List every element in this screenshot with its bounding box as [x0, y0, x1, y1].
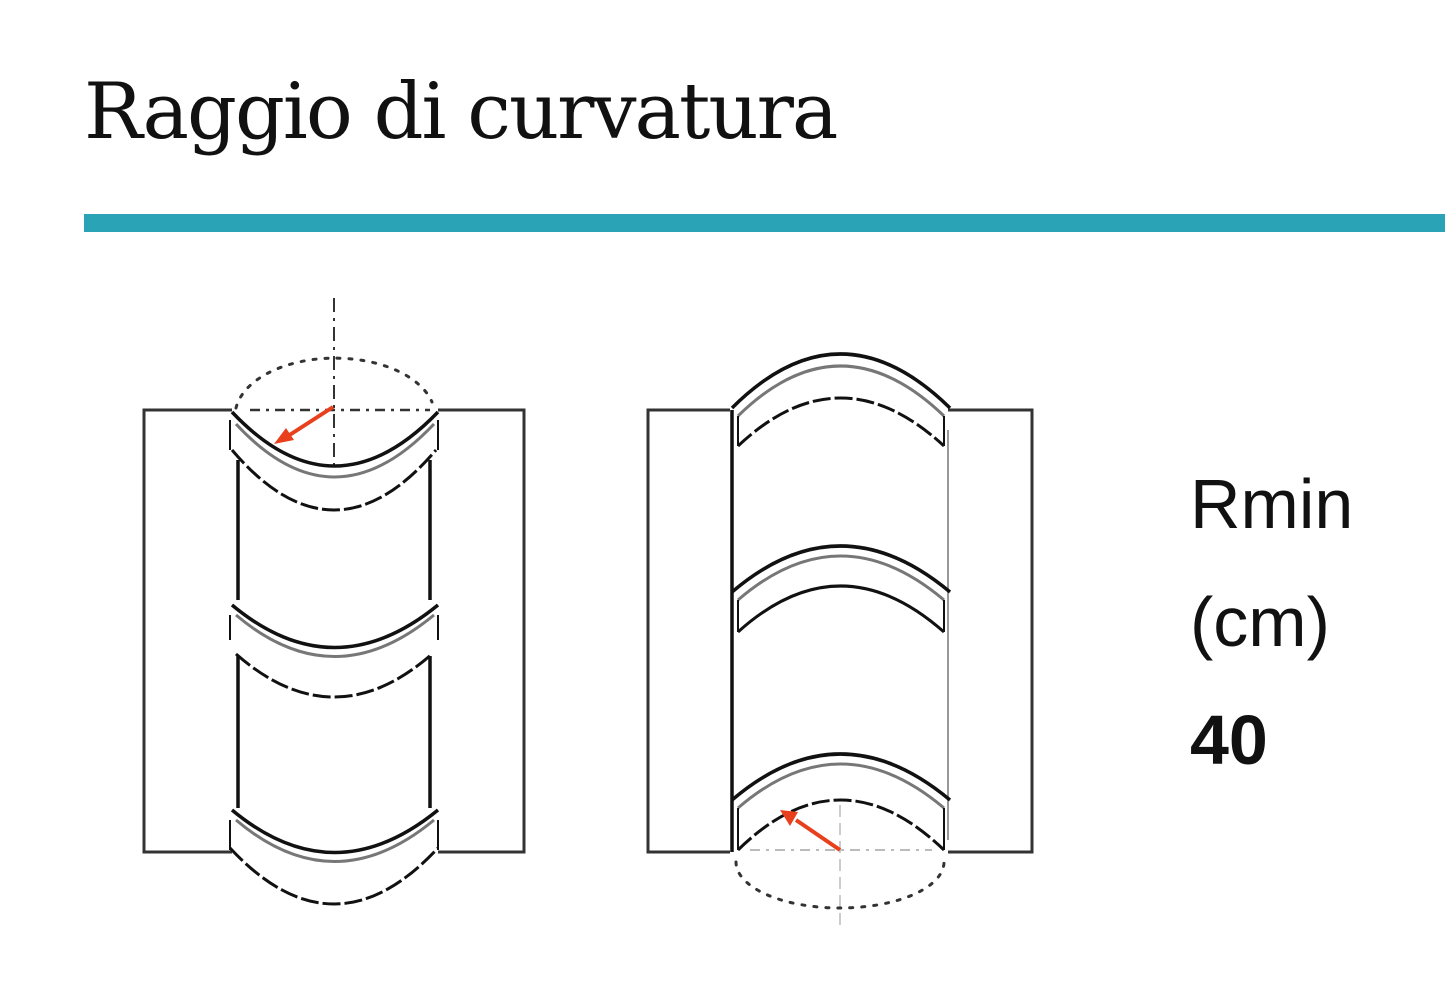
spec-value: 40: [1190, 701, 1268, 779]
radius-arrow-icon: [780, 810, 842, 852]
min-radius-spec: Rmin (cm) 40: [1190, 445, 1353, 799]
radius-arrow-icon: [274, 405, 335, 444]
concave-bend-figure: [646, 352, 1034, 925]
convex-bend-figure: [142, 298, 526, 906]
spec-unit: (cm): [1190, 583, 1330, 661]
page-title: Raggio di curvatura: [84, 67, 838, 157]
title-underline: [84, 214, 1445, 232]
spec-label: Rmin: [1190, 465, 1354, 543]
